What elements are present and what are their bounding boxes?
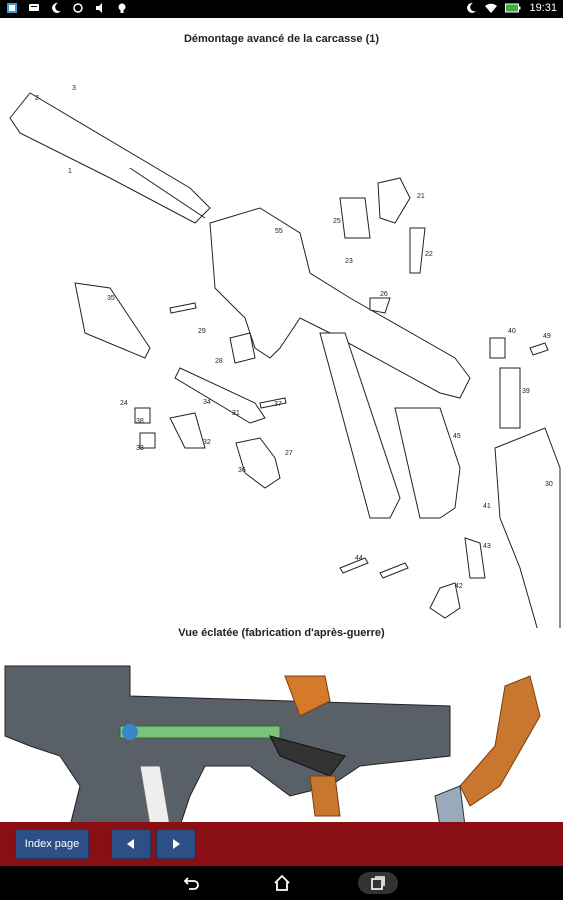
cutaway-illustration <box>4 665 541 822</box>
part-label: 40 <box>508 328 516 335</box>
index-page-button[interactable]: Index page <box>15 829 89 859</box>
wifi-icon <box>485 3 498 13</box>
part-label: 28 <box>215 358 223 365</box>
home-icon <box>274 874 290 891</box>
part-label: 39 <box>522 388 530 395</box>
triangle-left-icon <box>127 839 134 849</box>
part-label: 45 <box>453 433 461 440</box>
part-label: 27 <box>285 450 293 457</box>
part-label: 37 <box>274 401 282 408</box>
toolbar: Index page <box>0 822 563 866</box>
system-icons: 19:31 <box>465 2 557 14</box>
app-icon <box>7 3 17 13</box>
part-label: 22 <box>425 251 433 258</box>
exploded-view-title: Démontage avancé de la carcasse (1) <box>183 33 380 45</box>
part-label: 44 <box>355 555 363 562</box>
part-label: 43 <box>483 543 491 550</box>
part-label: 1 <box>68 168 72 175</box>
notification-icons <box>6 2 128 14</box>
navigation-bar <box>0 866 563 900</box>
page-content: Démontage avancé de la carcasse (1) <box>0 18 563 822</box>
part-label: 29 <box>198 328 206 335</box>
recent-apps-button[interactable] <box>358 872 398 894</box>
previous-page-button[interactable] <box>111 829 151 859</box>
part-label: 3 <box>72 85 76 92</box>
status-bar: 19:31 <box>0 0 563 18</box>
part-label: 2 <box>35 95 39 102</box>
part-label: 31 <box>232 410 240 417</box>
part-label: 38 <box>136 418 144 425</box>
back-button[interactable] <box>180 872 202 894</box>
back-icon <box>183 877 199 890</box>
part-label: 35 <box>107 295 115 302</box>
part-label: 49 <box>543 333 551 340</box>
sync-icon <box>73 3 83 13</box>
recent-apps-icon <box>371 876 385 890</box>
clock: 19:31 <box>529 2 557 14</box>
part-label: 34 <box>203 399 211 406</box>
triangle-right-icon <box>173 839 180 849</box>
part-label: 30 <box>545 481 553 488</box>
part-label: 26 <box>380 291 388 298</box>
part-label: 41 <box>483 503 491 510</box>
mute-icon <box>96 3 102 13</box>
part-label: 42 <box>455 583 463 590</box>
moon-icon <box>467 2 477 13</box>
cutaway-view-title: Vue éclatée (fabrication d'après-guerre) <box>178 627 385 639</box>
part-label: 24 <box>120 400 128 407</box>
moon-icon <box>52 2 61 13</box>
next-page-button[interactable] <box>156 829 196 859</box>
part-labels: 2 3 1 21 22 23 24 25 26 27 28 29 30 31 3… <box>35 85 553 590</box>
message-icon <box>29 4 39 11</box>
exploded-parts-diagram: 2 3 1 21 22 23 24 25 26 27 28 29 30 31 3… <box>9 85 561 628</box>
part-label: 32 <box>203 439 211 446</box>
part-label: 25 <box>333 218 341 225</box>
part-label: 23 <box>345 258 353 265</box>
part-label: 33 <box>136 445 144 452</box>
part-label: 36 <box>238 467 246 474</box>
part-label: 21 <box>417 193 425 200</box>
home-button[interactable] <box>271 872 293 894</box>
part-label: 55 <box>275 228 283 235</box>
bulb-icon <box>118 3 126 13</box>
battery-icon <box>505 3 521 13</box>
